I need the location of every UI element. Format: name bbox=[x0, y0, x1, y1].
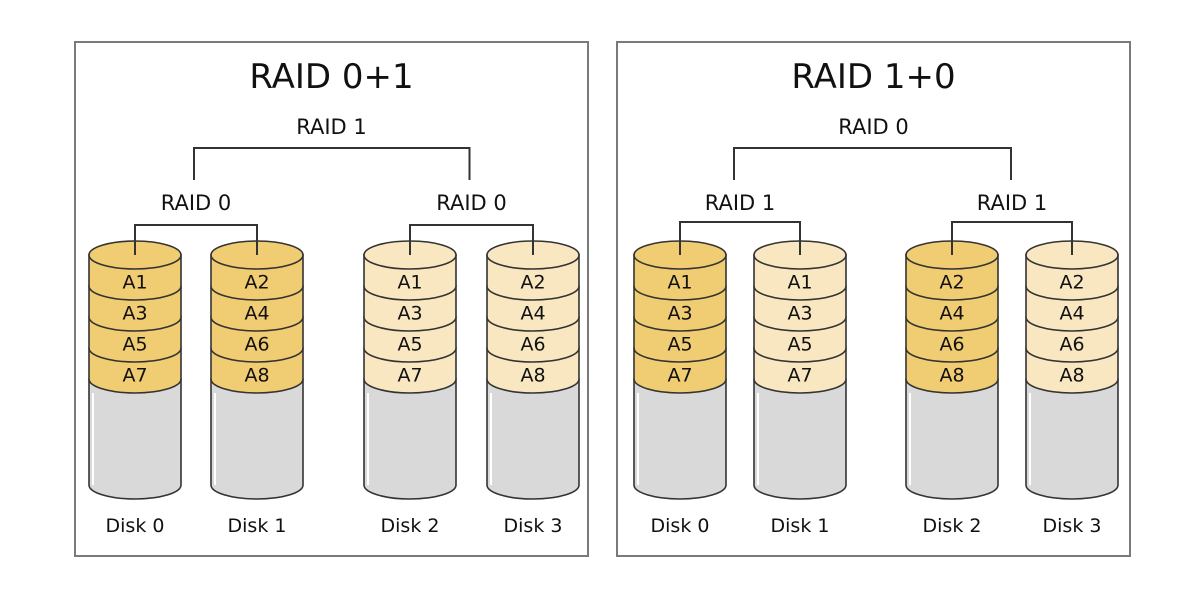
block-label: A4 bbox=[520, 303, 545, 325]
block-label: A1 bbox=[397, 272, 422, 294]
panel-title: RAID 0+1 bbox=[249, 57, 413, 97]
block-label: A7 bbox=[787, 365, 812, 387]
block-label: A5 bbox=[667, 334, 692, 356]
disk-empty-space bbox=[88, 378, 182, 500]
group-label: RAID 0 bbox=[161, 191, 232, 215]
block-label: A6 bbox=[244, 334, 269, 356]
disk-label: Disk 2 bbox=[381, 515, 440, 537]
block-label: A1 bbox=[122, 272, 147, 294]
block-label: A6 bbox=[939, 334, 964, 356]
block-label: A5 bbox=[787, 334, 812, 356]
block-label: A4 bbox=[939, 303, 964, 325]
block-label: A5 bbox=[122, 334, 147, 356]
block-label: A4 bbox=[1059, 303, 1084, 325]
group-label: RAID 1 bbox=[977, 191, 1048, 215]
block-label: A7 bbox=[667, 365, 692, 387]
block-label: A3 bbox=[122, 303, 147, 325]
disk-empty-space bbox=[905, 378, 999, 500]
block-label: A8 bbox=[1059, 365, 1084, 387]
top-bracket-line bbox=[193, 147, 471, 180]
disk-label: Disk 1 bbox=[771, 515, 830, 537]
block-label: A7 bbox=[122, 365, 147, 387]
group-label: RAID 0 bbox=[436, 191, 507, 215]
disk-label: Disk 3 bbox=[504, 515, 563, 537]
disk-empty-space bbox=[363, 378, 457, 500]
disk-empty-space bbox=[210, 378, 304, 500]
block-label: A4 bbox=[244, 303, 269, 325]
disk-label: Disk 2 bbox=[923, 515, 982, 537]
top-level-label: RAID 0 bbox=[838, 115, 909, 139]
top-level-label: RAID 1 bbox=[296, 115, 367, 139]
disk-label: Disk 0 bbox=[651, 515, 710, 537]
block-label: A8 bbox=[244, 365, 269, 387]
block-label: A2 bbox=[520, 272, 545, 294]
block-label: A2 bbox=[939, 272, 964, 294]
panel-title: RAID 1+0 bbox=[791, 57, 955, 97]
disk-label: Disk 3 bbox=[1043, 515, 1102, 537]
block-label: A1 bbox=[667, 272, 692, 294]
disk-label: Disk 0 bbox=[106, 515, 165, 537]
block-label: A3 bbox=[667, 303, 692, 325]
block-label: A2 bbox=[1059, 272, 1084, 294]
group-label: RAID 1 bbox=[705, 191, 776, 215]
disk-label: Disk 1 bbox=[228, 515, 287, 537]
block-label: A5 bbox=[397, 334, 422, 356]
disk-empty-space bbox=[753, 378, 847, 500]
block-label: A1 bbox=[787, 272, 812, 294]
block-label: A2 bbox=[244, 272, 269, 294]
top-bracket-line bbox=[733, 147, 1012, 180]
block-label: A3 bbox=[397, 303, 422, 325]
disk-empty-space bbox=[633, 378, 727, 500]
block-label: A3 bbox=[787, 303, 812, 325]
disk-empty-space bbox=[486, 378, 580, 500]
disk-empty-space bbox=[1025, 378, 1119, 500]
block-label: A8 bbox=[520, 365, 545, 387]
block-label: A6 bbox=[520, 334, 545, 356]
block-label: A8 bbox=[939, 365, 964, 387]
block-label: A6 bbox=[1059, 334, 1084, 356]
block-label: A7 bbox=[397, 365, 422, 387]
